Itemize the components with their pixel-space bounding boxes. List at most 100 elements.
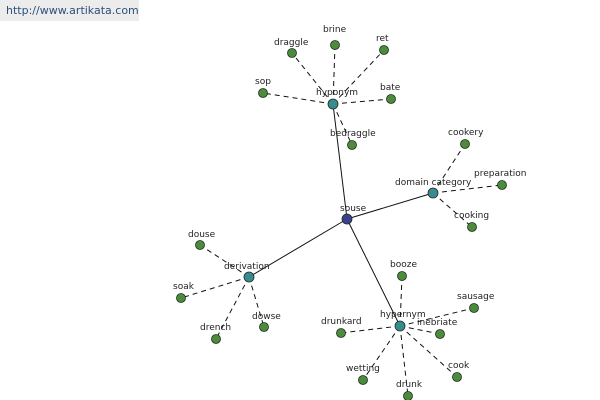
leaf-node-circle <box>347 140 357 150</box>
leaf-node-drunkard[interactable]: drunkard <box>321 317 362 338</box>
edge-souse-hyponym <box>332 103 348 220</box>
leaf-node-label: drunk <box>396 380 423 390</box>
edge-hyponym-bate <box>332 98 392 105</box>
edge-domain-category-cooking <box>432 192 473 228</box>
leaf-node-label: sausage <box>457 292 495 302</box>
edge-souse-derivation <box>248 218 348 278</box>
edge-hyponym-bedraggle <box>332 103 353 146</box>
site-url-text: http://www.artikata.com <box>6 4 139 17</box>
hub-node-derivation[interactable]: derivation <box>224 262 270 283</box>
hub-node-circle <box>427 187 439 199</box>
leaf-node-circle <box>330 40 340 50</box>
leaf-node-label: soak <box>173 282 195 292</box>
leaf-node-cookery[interactable]: cookery <box>448 128 484 149</box>
hub-node-domain-category[interactable]: domain category <box>395 178 472 199</box>
leaf-node-circle <box>467 222 477 232</box>
hub-node-label: derivation <box>224 262 270 272</box>
leaf-node-drunk[interactable]: drunk <box>396 380 423 400</box>
leaf-node-booze[interactable]: booze <box>390 260 417 281</box>
edge-hypernym-drunk <box>399 325 409 397</box>
edge-hypernym-inebriate <box>399 325 441 335</box>
hub-node-hypernym[interactable]: hypernym <box>380 310 426 332</box>
edge-domain-category-preparation <box>432 184 503 194</box>
leaf-node-label: ret <box>376 34 389 44</box>
leaf-node-label: bedraggle <box>330 129 376 139</box>
leaf-node-bate[interactable]: bate <box>380 83 401 104</box>
center-node-label: souse <box>340 204 367 214</box>
leaf-node-circle <box>195 240 205 250</box>
edge-derivation-douse <box>199 244 250 278</box>
leaf-node-brine[interactable]: brine <box>323 25 347 50</box>
edge-souse-hypernym <box>346 218 401 327</box>
leaf-node-circle <box>460 139 470 149</box>
leaf-node-cooking[interactable]: cooking <box>454 211 489 232</box>
leaf-node-sop[interactable]: sop <box>255 77 271 98</box>
edge-hyponym-brine <box>332 44 336 105</box>
hub-node-circle <box>394 320 406 332</box>
leaf-node-preparation[interactable]: preparation <box>474 169 526 190</box>
leaf-node-douse[interactable]: douse <box>188 230 216 250</box>
edge-hypernym-cook <box>399 325 458 378</box>
leaf-node-circle <box>497 180 507 190</box>
hub-node-label: hypernym <box>380 310 426 320</box>
leaf-node-circle <box>435 329 445 339</box>
leaf-node-label: booze <box>390 260 417 270</box>
hub-node-label: hyponym <box>316 88 358 98</box>
edge-hyponym-ret <box>332 49 385 105</box>
edge-hyponym-sop <box>262 92 334 105</box>
leaf-node-wetting[interactable]: wetting <box>346 364 380 385</box>
nodes-layer: draggle brine ret sop bate bedraggle cookery pr… <box>173 25 526 400</box>
leaf-node-circle <box>358 375 368 385</box>
leaf-node-label: brine <box>323 25 347 35</box>
leaf-node-circle <box>211 334 221 344</box>
leaf-node-sausage[interactable]: sausage <box>457 292 495 313</box>
leaf-node-circle <box>176 293 186 303</box>
center-node-circle <box>341 213 353 225</box>
edge-hypernym-sausage <box>399 307 475 327</box>
leaf-node-label: cookery <box>448 128 484 138</box>
site-url-banner[interactable]: http://www.artikata.com <box>0 0 139 21</box>
leaf-node-draggle[interactable]: draggle <box>274 38 309 58</box>
leaf-node-label: douse <box>188 230 216 240</box>
edge-derivation-drench <box>215 276 250 340</box>
hub-node-label: domain category <box>395 178 472 188</box>
leaf-node-ret[interactable]: ret <box>376 34 389 55</box>
edge-hyponym-draggle <box>291 52 334 105</box>
leaf-node-circle <box>386 94 396 104</box>
leaf-node-label: dowse <box>252 312 281 322</box>
leaf-node-circle <box>258 88 268 98</box>
leaf-node-label: cooking <box>454 211 489 221</box>
hub-node-circle <box>327 98 339 110</box>
edge-hypernym-wetting <box>362 325 401 381</box>
leaf-node-label: cook <box>448 361 470 371</box>
leaf-node-circle <box>469 303 479 313</box>
leaf-node-label: preparation <box>474 169 526 179</box>
center-node-souse[interactable]: souse <box>340 204 367 225</box>
leaf-node-label: inebriate <box>417 318 458 328</box>
leaf-node-circle <box>259 322 269 332</box>
leaf-node-label: draggle <box>274 38 309 48</box>
leaf-node-circle <box>403 391 413 400</box>
leaf-node-cook[interactable]: cook <box>448 361 470 382</box>
leaf-node-drench[interactable]: drench <box>200 323 231 344</box>
edge-hypernym-drunkard <box>340 325 401 334</box>
leaf-node-dowse[interactable]: dowse <box>252 312 281 332</box>
leaf-node-label: sop <box>255 77 271 87</box>
edge-derivation-soak <box>180 276 250 299</box>
leaf-node-bedraggle[interactable]: bedraggle <box>330 129 376 150</box>
leaf-node-circle <box>452 372 462 382</box>
leaf-node-circle <box>397 271 407 281</box>
leaf-node-label: drench <box>200 323 231 333</box>
leaf-node-label: bate <box>380 83 401 93</box>
edge-souse-domain-category <box>346 192 434 220</box>
leaf-node-circle <box>379 45 389 55</box>
leaf-node-circle <box>336 328 346 338</box>
leaf-node-soak[interactable]: soak <box>173 282 195 303</box>
leaf-node-inebriate[interactable]: inebriate <box>417 318 458 339</box>
hub-node-hyponym[interactable]: hyponym <box>316 88 358 110</box>
edges-layer <box>180 44 503 397</box>
leaf-node-label: drunkard <box>321 317 362 327</box>
edge-domain-category-cookery <box>432 143 466 194</box>
leaf-node-label: wetting <box>346 364 380 374</box>
